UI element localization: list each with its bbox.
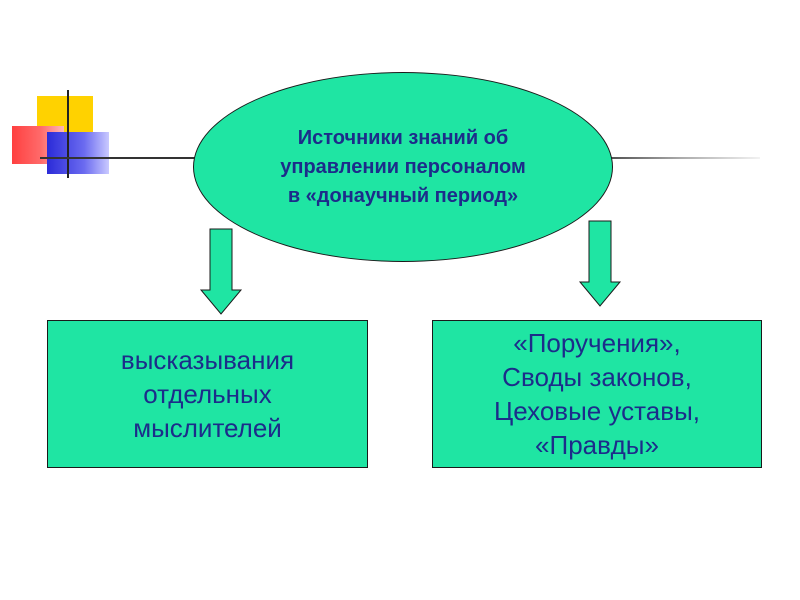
- decor-horizontal-line-right: [600, 157, 760, 159]
- decor-horizontal-line-left: [40, 157, 200, 159]
- central-line-1: Источники знаний об: [297, 126, 509, 149]
- right-box-line-2: Своды законов,: [502, 362, 692, 392]
- right-box-line-4: «Правды»: [535, 430, 659, 460]
- decor-vertical-line: [67, 90, 69, 178]
- decor-blue-square: [47, 132, 109, 174]
- right-box-line-1: «Поручения»,: [513, 328, 681, 358]
- right-box: «Поручения», Своды законов, Цеховые уста…: [432, 320, 762, 468]
- down-arrow-right-icon: [578, 220, 622, 307]
- left-box: высказывания отдельных мыслителей: [47, 320, 368, 468]
- down-arrow-left-icon: [199, 228, 243, 315]
- right-box-line-3: Цеховые уставы,: [494, 396, 700, 426]
- left-box-line-3: мыслителей: [133, 413, 282, 443]
- left-box-line-1: высказывания: [120, 345, 295, 375]
- central-oval: Источники знаний об управлении персонало…: [193, 72, 613, 262]
- central-line-2: управлении персоналом: [280, 155, 526, 178]
- left-box-line-2: отдельных: [143, 379, 272, 409]
- central-line-3: в «донаучный период»: [287, 184, 519, 207]
